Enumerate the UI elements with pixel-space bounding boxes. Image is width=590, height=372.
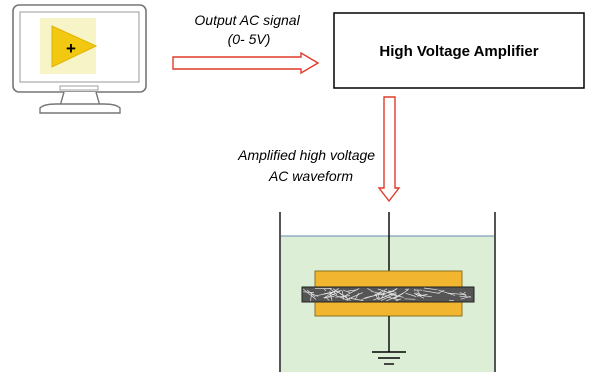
ground-icon	[372, 351, 406, 365]
svg-text:Amplified high voltage AC: Amplified high voltage AC waveform	[237, 147, 379, 184]
top-electrode	[314, 270, 463, 288]
computer-monitor-icon: +	[12, 4, 147, 114]
plus-icon: +	[66, 39, 76, 58]
waveform-arrow-icon	[377, 96, 401, 203]
waveform-label-line2: AC waveform	[268, 168, 353, 184]
fiber-sample	[301, 286, 475, 303]
signal-label-line2: (0- 5V)	[228, 31, 271, 47]
bottom-electrode	[314, 301, 463, 317]
labview-icon	[51, 25, 98, 68]
amplifier-box	[333, 12, 585, 89]
amplifier-label: High Voltage Amplifier	[379, 43, 538, 60]
svg-text:Output AC signal (0- 5V): Output AC signal (0- 5V)	[194, 12, 303, 47]
waveform-label-line1: Amplified high voltage	[237, 147, 375, 163]
signal-label-line1: Output AC signal	[194, 12, 300, 28]
signal-arrow-icon	[172, 51, 320, 75]
